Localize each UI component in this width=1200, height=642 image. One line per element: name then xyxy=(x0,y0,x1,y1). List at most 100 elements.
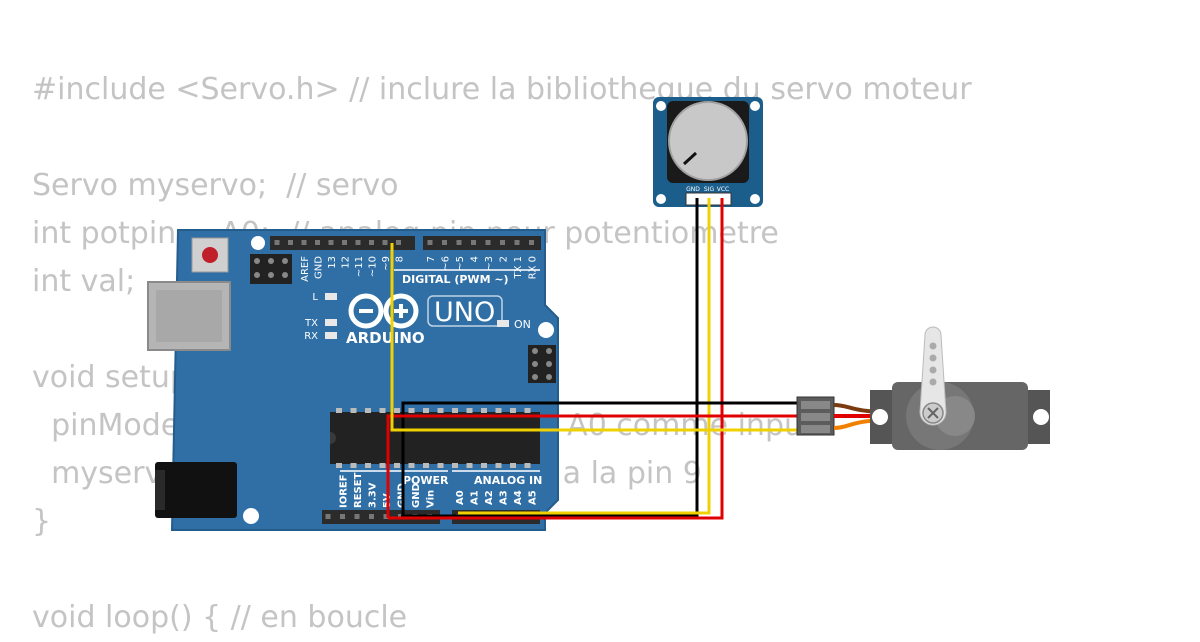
power-pin-label: GND xyxy=(411,483,422,508)
digital-pin-label: ~3 xyxy=(484,256,495,271)
icsp-header-right xyxy=(528,345,556,383)
digital-pin-label: RX 0 xyxy=(528,256,539,279)
pot-pin-label: VCC xyxy=(717,186,729,193)
arduino-logo xyxy=(348,293,419,329)
wire-servo-signal[interactable] xyxy=(390,243,800,432)
pin-hole xyxy=(369,240,374,245)
pin-hole xyxy=(342,240,347,245)
servo-horn-hole xyxy=(929,378,937,386)
pin-hole xyxy=(529,240,534,245)
digital-pin-label: 2 xyxy=(499,256,510,262)
digital-pin-label: TX 1 xyxy=(513,256,524,280)
digital-label: DIGITAL (PWM ~) xyxy=(402,273,509,286)
pin-hole xyxy=(328,240,334,245)
servo-horn[interactable] xyxy=(919,326,947,426)
pin-hole xyxy=(369,514,374,519)
pot-hole xyxy=(656,101,666,111)
digital-pin-label: 13 xyxy=(327,256,338,269)
reset-button-cap xyxy=(202,247,218,263)
pin-hole xyxy=(383,514,389,519)
servo-motor[interactable] xyxy=(796,326,1050,450)
wire-pot-vcc[interactable] xyxy=(388,198,724,520)
digital-pin-label: ~9 xyxy=(381,256,392,271)
power-header xyxy=(322,510,440,524)
pin-hole xyxy=(340,514,345,519)
wire-servo-vcc[interactable] xyxy=(386,414,800,518)
pin-hole xyxy=(315,240,320,245)
pin-hole xyxy=(456,240,462,245)
digital-pin-label: 8 xyxy=(395,256,406,262)
analog-pin-label: A0 xyxy=(455,490,466,505)
wire-pot-gnd[interactable] xyxy=(401,198,699,518)
pin-hole xyxy=(485,240,491,245)
pin-hole xyxy=(396,240,401,245)
mounting-hole xyxy=(243,508,259,524)
power-pin-label: Vin xyxy=(426,490,437,508)
servo-screw-slot xyxy=(927,407,939,419)
digital-pin-label: AREF xyxy=(300,256,311,282)
servo-horn-hole xyxy=(929,354,937,362)
microcontroller-chip xyxy=(330,408,540,468)
analog-pin-label: A3 xyxy=(499,490,510,505)
digital-header-right xyxy=(423,236,541,250)
pin-hole xyxy=(427,240,433,245)
power-pin-label: IOREF xyxy=(339,474,350,508)
analog-pin-label: A2 xyxy=(484,490,495,505)
pin-hole xyxy=(354,514,360,519)
pin-hole xyxy=(514,240,520,245)
digital-pin-label: ~11 xyxy=(354,256,365,277)
digital-pin-label: 12 xyxy=(341,256,352,269)
pin-hole xyxy=(500,240,505,245)
usb-port-inner xyxy=(156,290,222,342)
wires xyxy=(386,198,800,520)
wire-pot-signal[interactable] xyxy=(458,198,711,515)
digital-pin-label: ~10 xyxy=(368,256,379,277)
power-pin-label: 3.3V xyxy=(368,482,379,508)
pot-pin-label: GND xyxy=(686,186,700,193)
pot-knob-indicator xyxy=(682,151,698,166)
on-label: ON xyxy=(514,318,531,331)
servo-connector-slot xyxy=(801,401,830,409)
servo-horn-hole xyxy=(929,342,937,350)
pin-hole xyxy=(325,514,331,519)
code-line: } xyxy=(32,504,52,539)
wire-servo-gnd[interactable] xyxy=(401,401,800,516)
servo-connector-slot xyxy=(801,425,830,433)
code-line: void loop() { // en boucle xyxy=(32,600,408,635)
digital-pin-holes xyxy=(274,240,534,245)
digital-pin-label: GND xyxy=(314,256,325,279)
mounting-hole xyxy=(251,236,265,250)
analog-pin-label: A1 xyxy=(470,490,481,505)
power-label: POWER xyxy=(403,474,449,487)
board-led xyxy=(325,293,337,300)
power-jack-edge xyxy=(155,470,165,510)
on-led xyxy=(497,320,509,327)
led-label: TX xyxy=(304,318,318,329)
uno-label-box xyxy=(427,295,503,327)
analog-pin-label: A5 xyxy=(528,490,539,505)
pin-hole xyxy=(471,240,476,245)
board-leds: L TX RX xyxy=(304,292,337,342)
code-line: int val; xyxy=(32,264,136,299)
pot-hole xyxy=(750,194,760,204)
analog-pin-label: A4 xyxy=(513,490,524,505)
power-pin-label: RESET xyxy=(353,472,364,508)
pin-hole xyxy=(274,240,280,245)
pot-pin-label: SIG xyxy=(704,186,715,193)
analog-in-label: ANALOG IN xyxy=(474,474,542,487)
servo-connector-slot xyxy=(801,413,830,421)
pot-knob[interactable] xyxy=(668,101,748,181)
icsp-header-top xyxy=(250,254,292,284)
digital-pin-label: 4 xyxy=(470,256,481,262)
led-label: RX xyxy=(304,331,318,342)
led-label: L xyxy=(312,292,318,303)
pin-hole xyxy=(382,240,388,245)
pin-hole xyxy=(442,240,447,245)
power-jack xyxy=(155,462,237,518)
